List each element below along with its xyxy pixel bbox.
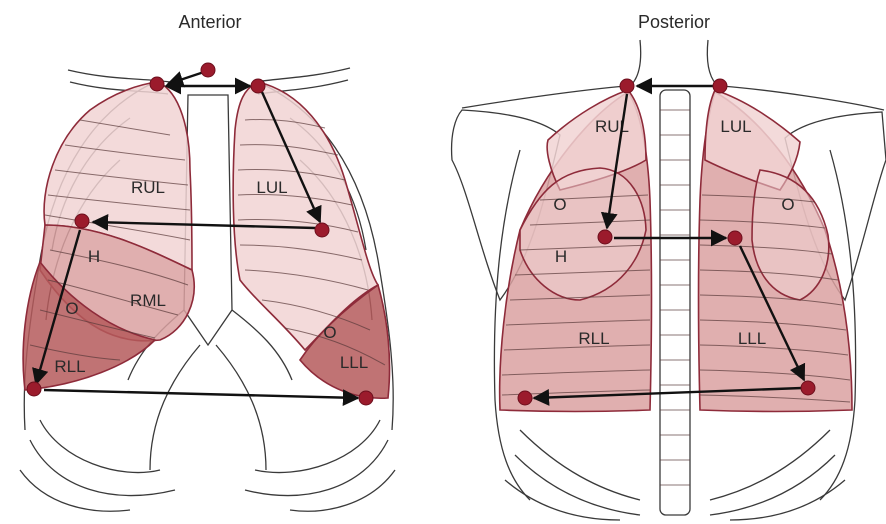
posterior-point-right-mid (598, 230, 612, 244)
anterior-point-left-apex (251, 79, 265, 93)
anterior-title: Anterior (178, 12, 241, 32)
posterior-spine (660, 90, 690, 515)
posterior-title: Posterior (638, 12, 710, 32)
anterior-point-right-apex (150, 77, 164, 91)
anterior-label-h: H (88, 247, 100, 266)
anterior-label-lll: LLL (340, 353, 368, 372)
anterior-arrow-1 (168, 72, 204, 84)
posterior-label-lul: LUL (720, 117, 751, 136)
posterior-label-rll: RLL (578, 329, 609, 348)
posterior-label-lll: LLL (738, 329, 766, 348)
posterior-point-right-apex (620, 79, 634, 93)
posterior-view: Posterior (452, 12, 886, 520)
anterior-point-left-mid (315, 223, 329, 237)
anterior-label-lul: LUL (256, 178, 287, 197)
anterior-arrow-6 (44, 390, 358, 398)
anterior-point-left-base (359, 391, 373, 405)
anterior-left-lung (233, 82, 389, 398)
posterior-label-o-right: O (553, 195, 566, 214)
anterior-label-o-right: O (65, 299, 78, 318)
anterior-label-rll: RLL (54, 357, 85, 376)
anterior-view: Anterior (20, 12, 395, 511)
posterior-point-left-apex (713, 79, 727, 93)
anterior-label-o-left: O (323, 323, 336, 342)
anterior-point-suprasternal (201, 63, 215, 77)
anterior-label-rul: RUL (131, 178, 165, 197)
posterior-point-left-mid (728, 231, 742, 245)
posterior-label-h: H (555, 247, 567, 266)
anterior-point-right-base (27, 382, 41, 396)
posterior-label-o-left: O (781, 195, 794, 214)
anterior-right-lung (23, 82, 194, 390)
anterior-point-right-mid (75, 214, 89, 228)
posterior-point-right-base (518, 391, 532, 405)
anterior-label-rml: RML (130, 291, 166, 310)
posterior-point-left-base (801, 381, 815, 395)
